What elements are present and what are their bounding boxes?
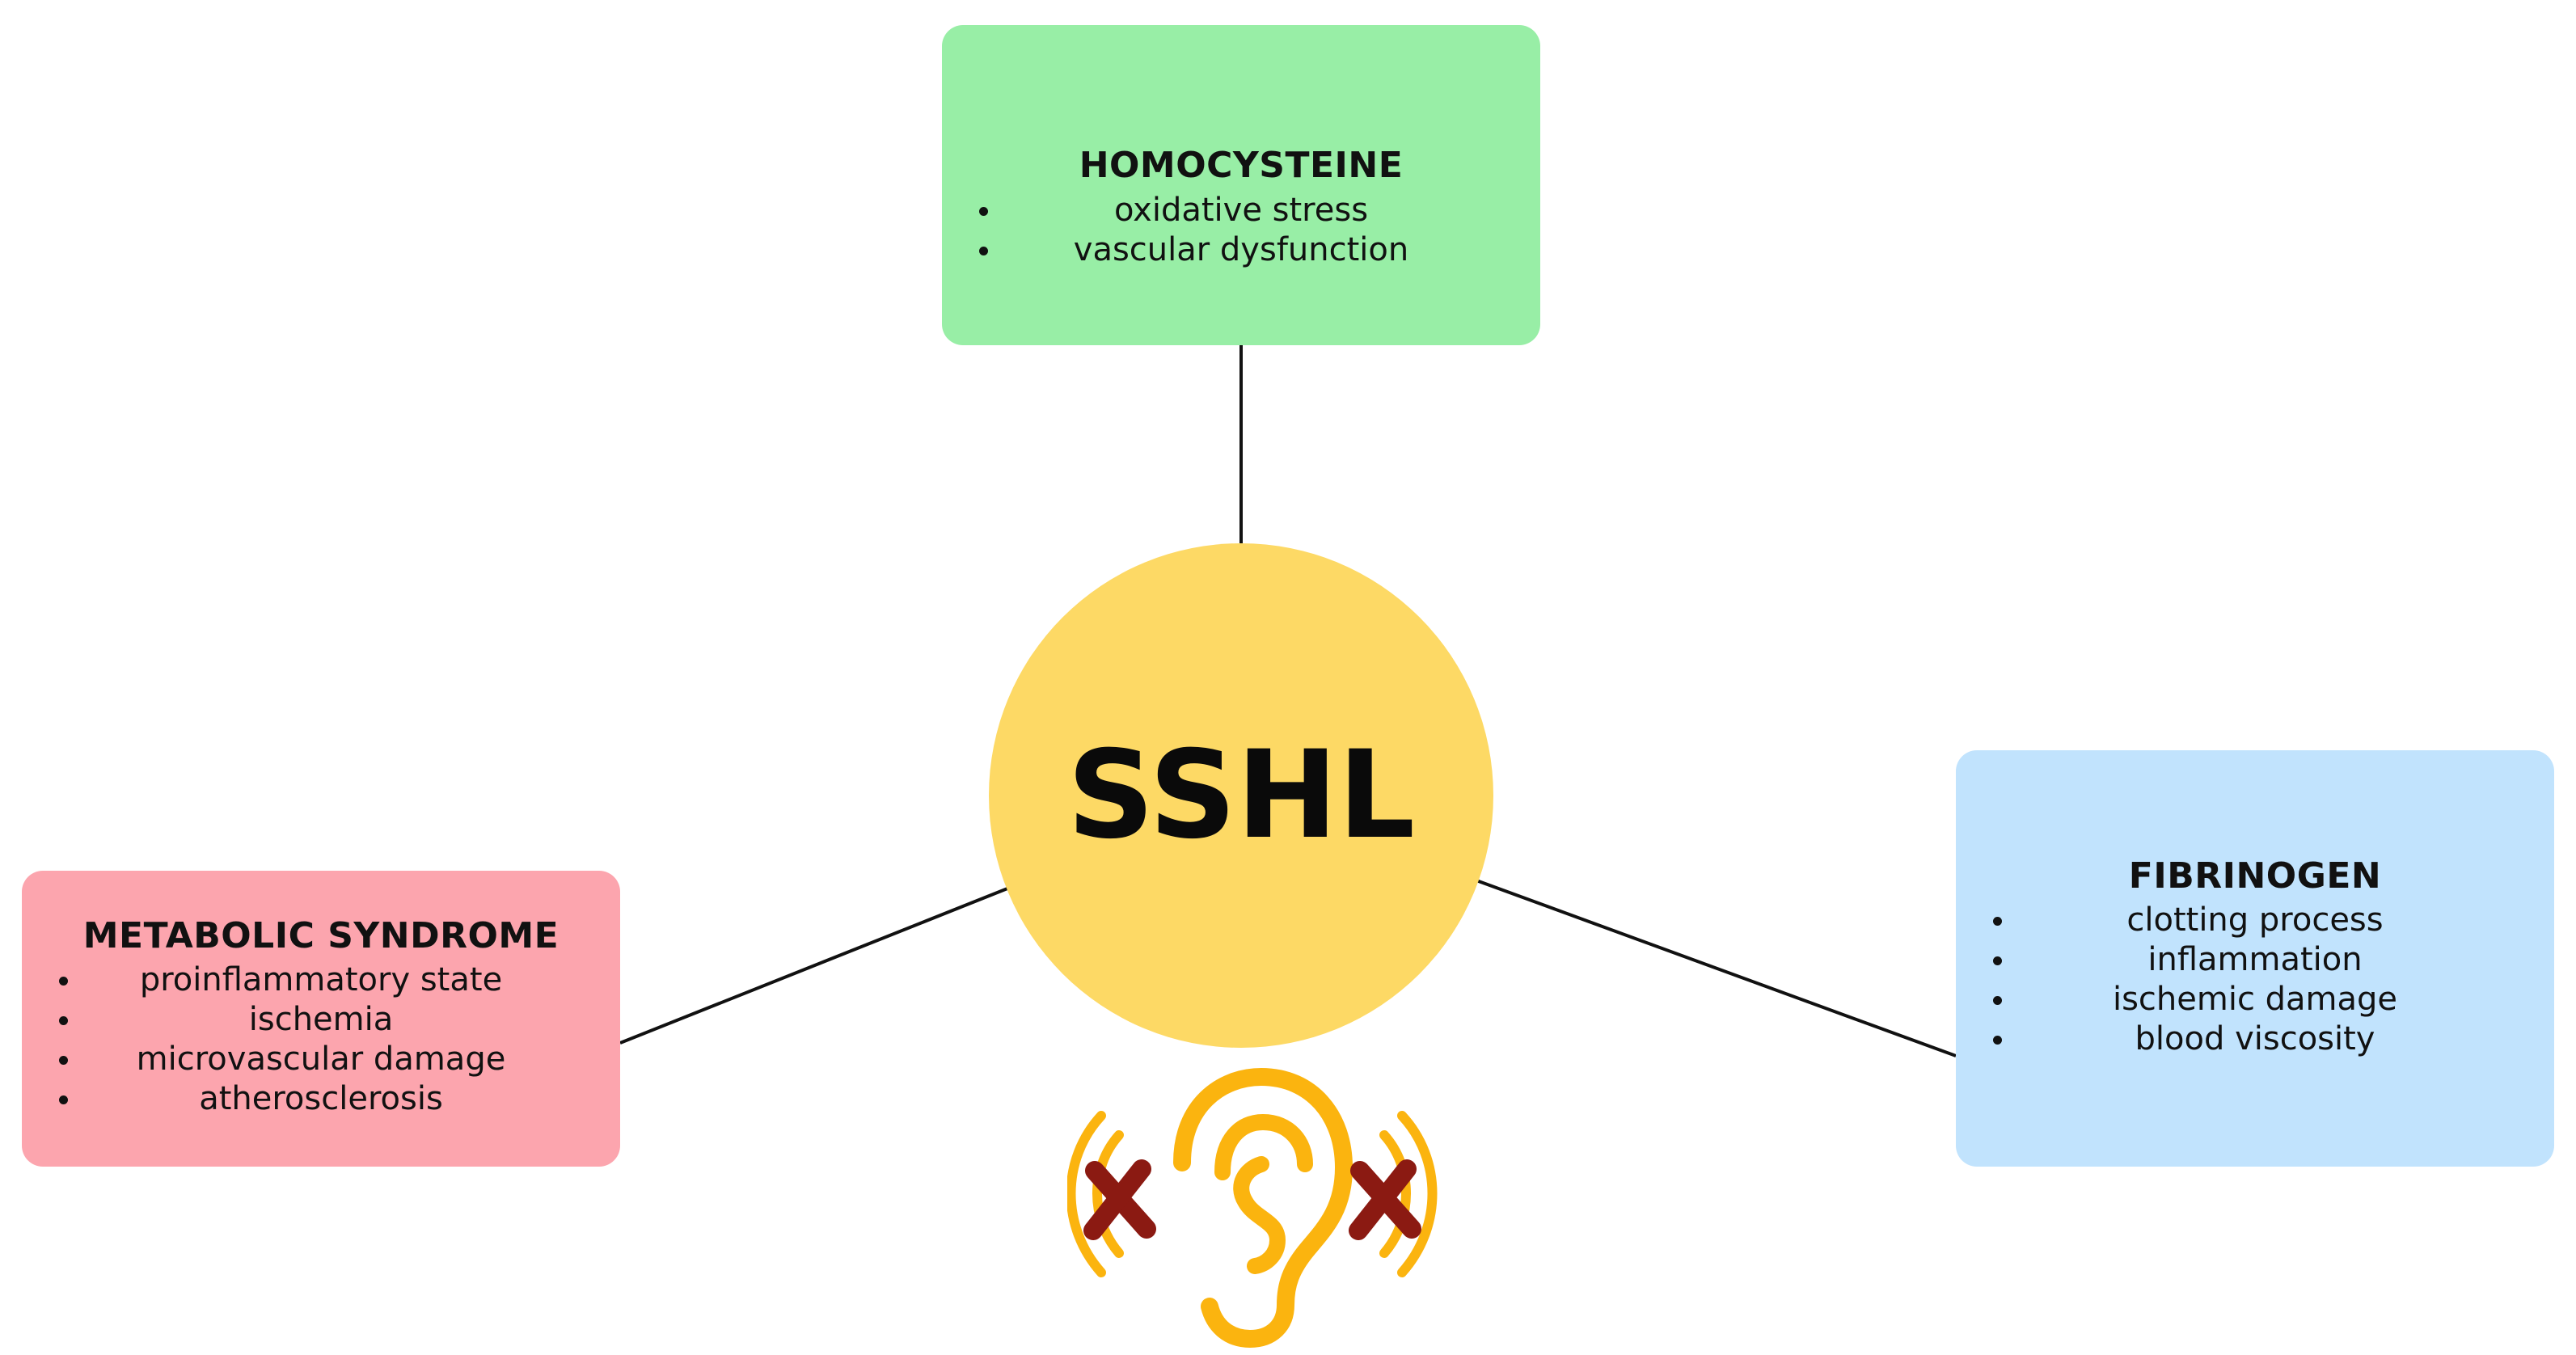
bullet-icon [59,1016,68,1025]
sound-wave-left-icon [1067,1111,1124,1277]
list-item: microvascular damage [22,1040,620,1079]
center-label: SSHL [1066,725,1416,866]
metabolic-syndrome-list: proinflammatory state ischemia microvasc… [22,960,620,1119]
bullet-icon [1993,1036,2002,1045]
metabolic-syndrome-box: METABOLIC SYNDROME proinflammatory state… [22,871,620,1167]
fibrinogen-title: FIBRINOGEN [2128,855,2382,897]
ear-icon [1173,1068,1353,1348]
bullet-icon [59,1056,68,1065]
connector-metabolic-syndrome [619,887,1008,1045]
bullet-icon [1993,956,2002,965]
bullet-icon [1993,917,2002,926]
list-item: atherosclerosis [22,1079,620,1119]
connector-fibrinogen [1476,879,1957,1057]
ear-hearing-loss-icon [1067,1068,1438,1348]
sound-wave-right-icon [1379,1111,1438,1277]
fibrinogen-box: FIBRINOGEN clotting process inflammation… [1956,750,2554,1167]
list-item: clotting process [1956,901,2554,940]
homocysteine-box: HOMOCYSTEINE oxidative stress vascular d… [942,25,1540,345]
list-item: ischemia [22,1000,620,1040]
fibrinogen-list: clotting process inflammation ischemic d… [1956,901,2554,1059]
homocysteine-list: oxidative stress vascular dysfunction [942,191,1540,270]
list-item: blood viscosity [1956,1019,2554,1059]
bullet-icon [979,247,988,255]
x-mark-icon [1083,1159,1421,1240]
center-node: SSHL [989,543,1493,1048]
bullet-icon [59,1095,68,1104]
bullet-icon [979,207,988,216]
bullet-icon [1993,996,2002,1005]
list-item: oxidative stress [942,191,1540,230]
bullet-icon [59,977,68,986]
list-item: ischemic damage [1956,980,2554,1019]
list-item: proinflammatory state [22,960,620,1000]
homocysteine-title: HOMOCYSTEINE [1079,145,1404,186]
list-item: inflammation [1956,940,2554,980]
metabolic-syndrome-title: METABOLIC SYNDROME [82,915,560,956]
list-item: vascular dysfunction [942,230,1540,270]
